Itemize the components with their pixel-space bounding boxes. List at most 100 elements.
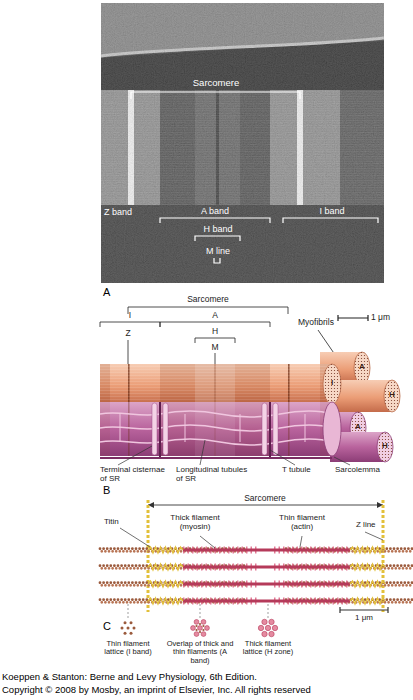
actin-dot: [195, 629, 197, 631]
myosin-circle: [262, 631, 267, 636]
myosin-circle: [269, 631, 274, 636]
cross-section-label: I: [326, 379, 338, 388]
myofilament-lines: [100, 364, 332, 404]
filament-dots: [377, 432, 393, 462]
myosin-circle: [194, 620, 199, 625]
panel-c-leaders: [120, 528, 388, 618]
actin-dot: [199, 631, 201, 633]
actin-strand: [100, 549, 413, 600]
myosin-circle: [272, 625, 277, 630]
h-band-bracket: [195, 236, 240, 241]
actin-dot: [121, 627, 124, 630]
filament-dots: [354, 352, 370, 384]
band-label: Z band: [104, 207, 144, 217]
titin-spring: [148, 581, 183, 587]
myosin-circle: [191, 626, 196, 631]
myosin-circle: [194, 632, 199, 637]
band-label: Sarcomere: [173, 295, 243, 305]
actin-dot: [127, 627, 130, 630]
band-label: Sarcomere: [176, 78, 256, 89]
cross-section-label: A: [356, 363, 368, 372]
panel-letter: A: [103, 286, 119, 298]
actin-dot: [133, 627, 136, 630]
panel-b-leaders: [118, 440, 350, 465]
band-label: I band: [307, 206, 357, 216]
fiber-end: [323, 402, 341, 456]
copyright-note: Copyright © 2008 by Mosby, an imprint of…: [2, 685, 411, 696]
sarcomere-dimension: [148, 505, 383, 506]
actin-dot: [195, 625, 197, 627]
credit-note: Koeppen & Stanton: Berne and Levy Physio…: [2, 672, 411, 683]
myofibril-cylinder: [100, 364, 332, 404]
panel-letter: C: [103, 620, 119, 632]
i-bracket: [100, 322, 160, 327]
z-leader: [128, 340, 129, 366]
leader-line: [300, 536, 302, 547]
actin-dot: [124, 621, 127, 624]
titin-spring: [350, 547, 385, 553]
titin-spring: [350, 598, 385, 604]
grain-texture: [101, 3, 384, 283]
cross-section: [354, 352, 370, 384]
titin-spring: [148, 598, 183, 604]
thick-lattice: [258, 619, 277, 637]
actin-dot: [130, 621, 133, 624]
myosin-backbone: [183, 550, 350, 601]
myosin-circle: [205, 626, 210, 631]
terminal-cisternae: [152, 403, 278, 455]
leader-line: [270, 450, 295, 465]
part-label: Myofibrils: [298, 318, 353, 328]
cross-section-label: H: [386, 391, 398, 400]
overlap-lattice: [191, 620, 210, 637]
filament-dots: [323, 364, 341, 404]
cross-section-label: H: [379, 442, 391, 451]
myosin-heads: [183, 550, 350, 601]
cisterna: [152, 403, 157, 455]
titin-spring: [350, 564, 385, 570]
t-tubule: [160, 402, 270, 458]
micrograph: [101, 3, 384, 283]
cross-section: [323, 364, 341, 404]
scale-bar: [340, 607, 388, 613]
panel-letter: B: [103, 484, 119, 496]
myosin-circle: [269, 619, 274, 624]
thick-filaments: [183, 550, 350, 601]
z-line: [148, 500, 383, 612]
titin-spring: [350, 581, 385, 587]
striations: [100, 402, 332, 456]
scale-label: 1 μm: [344, 614, 384, 623]
lattice-label: Thin filament lattice (I band): [97, 640, 159, 657]
leader-line: [120, 528, 150, 547]
myosin-circle: [258, 625, 263, 630]
leader-line: [200, 440, 205, 465]
sarcolemma-edge: [100, 457, 332, 459]
longitudinal-tubules: [100, 411, 332, 445]
sarcomere-bracket: [128, 307, 288, 314]
band-label: M: [209, 343, 221, 353]
actin-dot: [202, 629, 204, 631]
filament-dots: [384, 380, 400, 412]
thin-filaments: [100, 549, 413, 603]
band-label: M line: [193, 246, 243, 256]
leader-line: [118, 446, 152, 465]
muscle-fiber: [100, 364, 341, 458]
part-label: Sarcolemma: [335, 466, 397, 475]
myosin-circle: [262, 619, 267, 624]
titin: [148, 547, 385, 604]
part-label: Terminal cisternae of SR: [100, 466, 172, 484]
dimension-label: Sarcomere: [230, 494, 300, 504]
sr-cylinder: [100, 402, 332, 456]
part-label: Z line: [356, 521, 396, 530]
band-label: I: [124, 311, 136, 321]
myofibril-stubs: [320, 352, 400, 462]
cisterna: [262, 403, 267, 455]
band-label: H band: [193, 224, 243, 234]
tubule: [100, 439, 332, 445]
h-bracket: [195, 338, 235, 343]
part-label: Longitudinal tubules of SR: [176, 466, 256, 484]
band-brackets: [131, 92, 378, 263]
actin-dot: [202, 625, 204, 627]
leader-line: [365, 532, 383, 540]
